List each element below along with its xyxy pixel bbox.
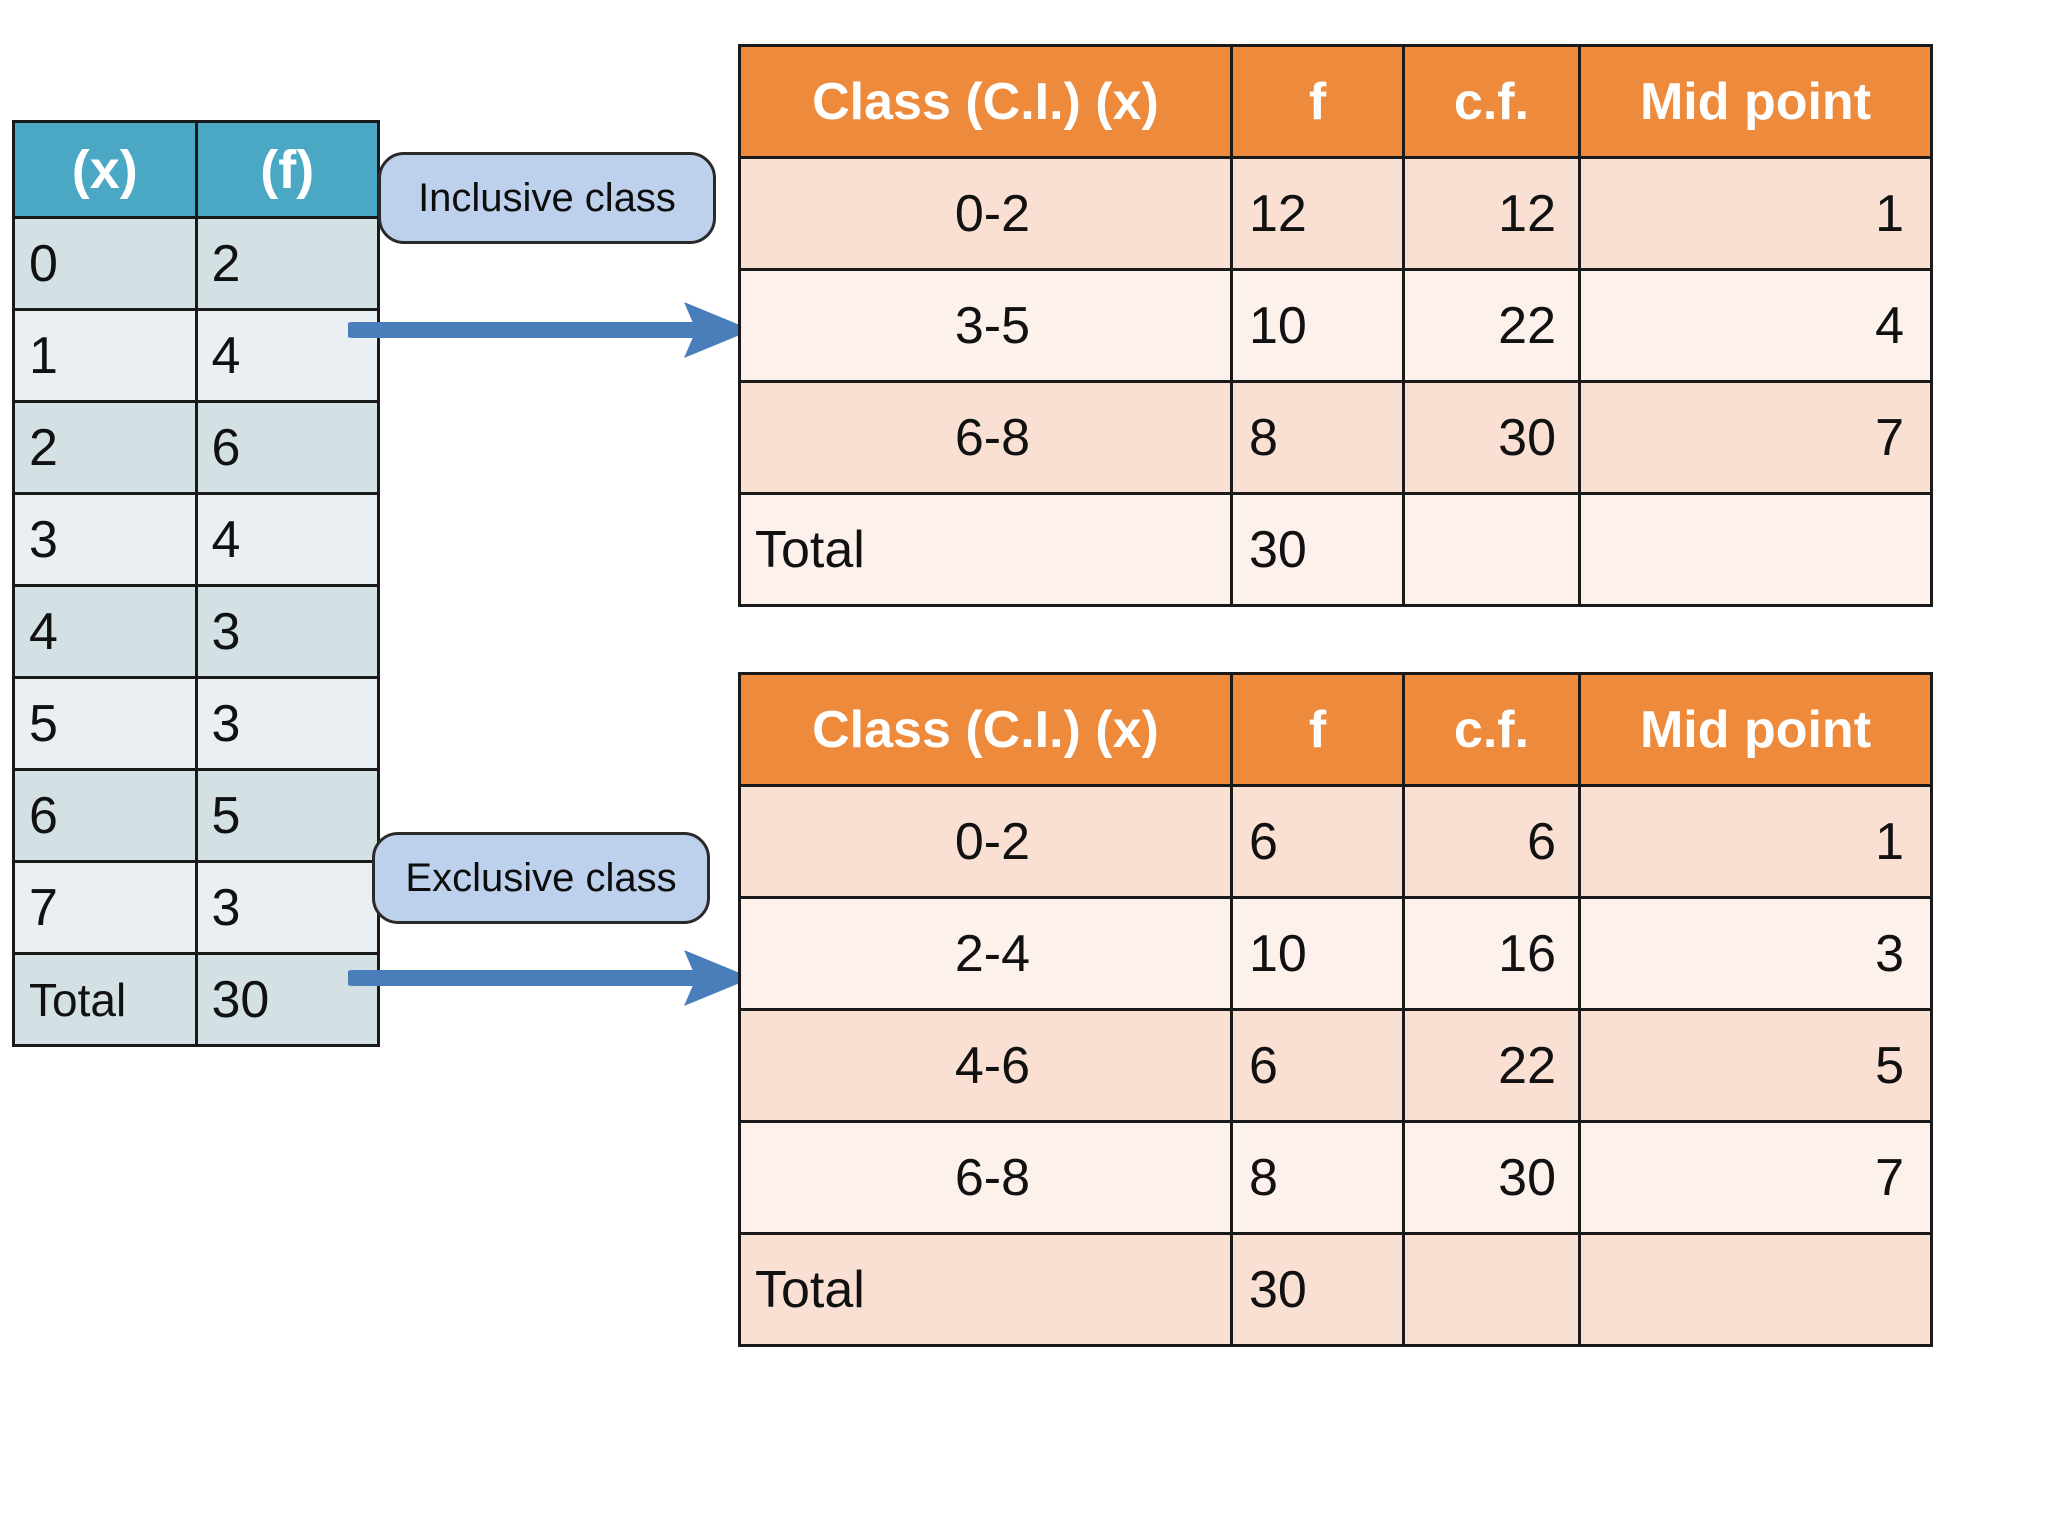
frequency-distribution-table: (x) (f) 0 2 1 4 2 6 3 4 4 3 xyxy=(12,120,380,1047)
exclusive-cell-cf: 30 xyxy=(1402,1120,1581,1235)
inclusive-header-f: f xyxy=(1230,44,1405,159)
exclusive-cell-class: 6-8 xyxy=(738,1120,1233,1235)
callout-exclusive-label: Exclusive class xyxy=(405,855,677,900)
inclusive-cell-cf: 30 xyxy=(1402,380,1581,495)
left-cell-f: 3 xyxy=(194,584,380,679)
inclusive-total-label: Total xyxy=(738,492,1233,607)
table-row: 6-8 8 30 7 xyxy=(738,1120,1933,1235)
table-row: 6 5 xyxy=(12,768,380,863)
inclusive-cell-f: 10 xyxy=(1230,268,1405,383)
exclusive-header-midpoint: Mid point xyxy=(1578,672,1933,787)
left-cell-f: 3 xyxy=(194,860,380,955)
table-header-row: Class (C.I.) (x) f c.f. Mid point xyxy=(738,44,1933,159)
inclusive-cell-class: 6-8 xyxy=(738,380,1233,495)
left-cell-x: 4 xyxy=(12,584,198,679)
left-cell-f: 3 xyxy=(194,676,380,771)
inclusive-total-midpoint xyxy=(1578,492,1933,607)
exclusive-cell-f: 8 xyxy=(1230,1120,1405,1235)
left-cell-x: 2 xyxy=(12,400,198,495)
callout-inclusive-class: Inclusive class xyxy=(378,152,716,244)
table-total-row: Total 30 xyxy=(12,952,380,1047)
table-row: 5 3 xyxy=(12,676,380,771)
table-row: 0-2 12 12 1 xyxy=(738,156,1933,271)
table-row: 0-2 6 6 1 xyxy=(738,784,1933,899)
inclusive-cell-f: 8 xyxy=(1230,380,1405,495)
exclusive-total-label: Total xyxy=(738,1232,1233,1347)
right-arrow-icon xyxy=(348,950,752,1006)
left-total-value: 30 xyxy=(194,952,380,1047)
table-row: 3-5 10 22 4 xyxy=(738,268,1933,383)
inclusive-header-cf: c.f. xyxy=(1402,44,1581,159)
exclusive-cell-class: 2-4 xyxy=(738,896,1233,1011)
inclusive-cell-midpoint: 1 xyxy=(1578,156,1933,271)
left-cell-x: 5 xyxy=(12,676,198,771)
right-arrow-icon xyxy=(348,302,752,358)
exclusive-class-table: Class (C.I.) (x) f c.f. Mid point 0-2 6 … xyxy=(738,672,1933,1347)
table-total-row: Total 30 xyxy=(738,1232,1933,1347)
inclusive-class-table: Class (C.I.) (x) f c.f. Mid point 0-2 12… xyxy=(738,44,1933,607)
left-cell-x: 3 xyxy=(12,492,198,587)
table-row: 0 2 xyxy=(12,216,380,311)
table-total-row: Total 30 xyxy=(738,492,1933,607)
table-row: 2-4 10 16 3 xyxy=(738,896,1933,1011)
left-cell-x: 1 xyxy=(12,308,198,403)
left-cell-x: 6 xyxy=(12,768,198,863)
left-cell-x: 7 xyxy=(12,860,198,955)
table-row: 2 6 xyxy=(12,400,380,495)
table-row: 4 3 xyxy=(12,584,380,679)
left-cell-f: 2 xyxy=(194,216,380,311)
inclusive-cell-cf: 22 xyxy=(1402,268,1581,383)
left-cell-f: 6 xyxy=(194,400,380,495)
exclusive-total-cf xyxy=(1402,1232,1581,1347)
table-row: 6-8 8 30 7 xyxy=(738,380,1933,495)
exclusive-header-cf: c.f. xyxy=(1402,672,1581,787)
inclusive-cell-class: 0-2 xyxy=(738,156,1233,271)
inclusive-cell-class: 3-5 xyxy=(738,268,1233,383)
exclusive-cell-f: 6 xyxy=(1230,1008,1405,1123)
callout-inclusive-label: Inclusive class xyxy=(418,175,676,220)
table-row: 1 4 xyxy=(12,308,380,403)
inclusive-cell-f: 12 xyxy=(1230,156,1405,271)
left-cell-x: 0 xyxy=(12,216,198,311)
table-header-row: Class (C.I.) (x) f c.f. Mid point xyxy=(738,672,1933,787)
exclusive-cell-midpoint: 1 xyxy=(1578,784,1933,899)
inclusive-header-midpoint: Mid point xyxy=(1578,44,1933,159)
exclusive-header-class: Class (C.I.) (x) xyxy=(738,672,1233,787)
exclusive-cell-cf: 16 xyxy=(1402,896,1581,1011)
inclusive-header-class: Class (C.I.) (x) xyxy=(738,44,1233,159)
table-header-row: (x) (f) xyxy=(12,120,380,219)
exclusive-total-f: 30 xyxy=(1230,1232,1405,1347)
exclusive-cell-class: 0-2 xyxy=(738,784,1233,899)
left-total-label: Total xyxy=(12,952,198,1047)
exclusive-cell-cf: 22 xyxy=(1402,1008,1581,1123)
exclusive-cell-f: 10 xyxy=(1230,896,1405,1011)
exclusive-cell-midpoint: 3 xyxy=(1578,896,1933,1011)
exclusive-cell-cf: 6 xyxy=(1402,784,1581,899)
table-row: 3 4 xyxy=(12,492,380,587)
inclusive-cell-midpoint: 7 xyxy=(1578,380,1933,495)
inclusive-cell-midpoint: 4 xyxy=(1578,268,1933,383)
inclusive-cell-cf: 12 xyxy=(1402,156,1581,271)
exclusive-header-f: f xyxy=(1230,672,1405,787)
left-header-x: (x) xyxy=(12,120,198,219)
inclusive-total-cf xyxy=(1402,492,1581,607)
left-header-f: (f) xyxy=(194,120,380,219)
exclusive-cell-class: 4-6 xyxy=(738,1008,1233,1123)
exclusive-total-midpoint xyxy=(1578,1232,1933,1347)
table-row: 4-6 6 22 5 xyxy=(738,1008,1933,1123)
inclusive-total-f: 30 xyxy=(1230,492,1405,607)
left-cell-f: 5 xyxy=(194,768,380,863)
left-cell-f: 4 xyxy=(194,492,380,587)
exclusive-cell-midpoint: 5 xyxy=(1578,1008,1933,1123)
exclusive-cell-midpoint: 7 xyxy=(1578,1120,1933,1235)
table-row: 7 3 xyxy=(12,860,380,955)
callout-exclusive-class: Exclusive class xyxy=(372,832,710,924)
exclusive-cell-f: 6 xyxy=(1230,784,1405,899)
